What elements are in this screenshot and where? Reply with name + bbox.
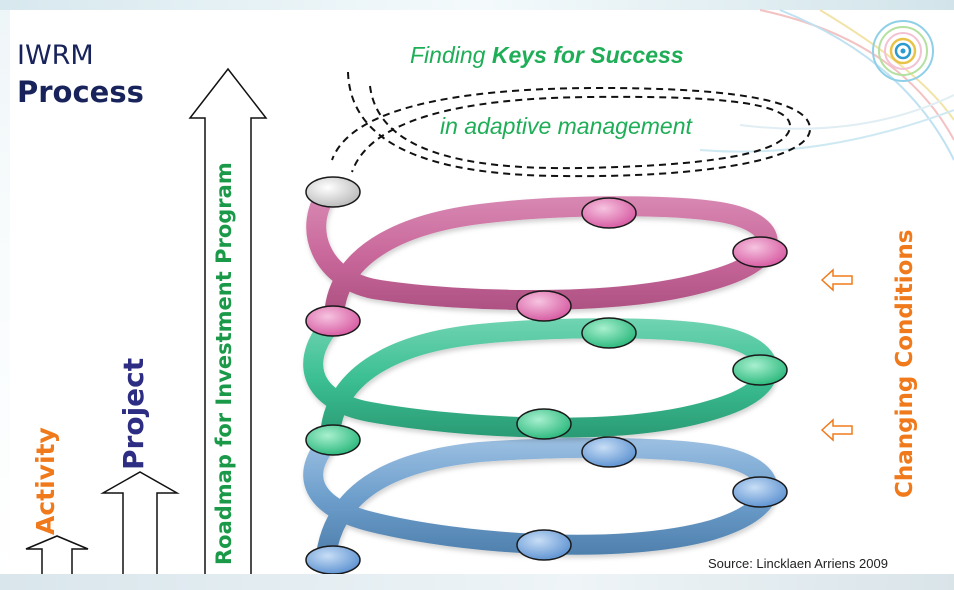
node-blue-4 [305, 545, 361, 575]
header-prefix: Finding [410, 42, 492, 68]
node-blue-1 [581, 436, 637, 468]
label-changing-conditions: Changing Conditions [892, 229, 918, 499]
node-blue-2 [732, 476, 788, 508]
label-activity: Activity [31, 427, 60, 535]
node-green-2 [732, 354, 788, 386]
node-top-grey [305, 176, 361, 208]
label-project: Project [117, 357, 150, 470]
node-green-3 [516, 408, 572, 440]
header-finding-keys: Finding Keys for Success [410, 44, 684, 67]
node-pink-3 [516, 290, 572, 322]
header-adaptive-management: in adaptive management [440, 113, 692, 139]
up-arrow-icon [100, 471, 180, 577]
dashed-loop [331, 71, 812, 178]
up-arrow-icon [25, 535, 89, 577]
header-bold: Keys for Success [491, 42, 684, 68]
node-blue-3 [516, 529, 572, 561]
node-green-4 [305, 424, 361, 456]
left-arrow-icon [820, 418, 853, 442]
title-process: Process [17, 75, 144, 109]
label-roadmap: Roadmap for Investment Program [212, 162, 236, 565]
node-pink-1 [581, 197, 637, 229]
bottom-band [0, 574, 954, 590]
nodes [305, 176, 788, 575]
title-iwrm: IWRM [17, 40, 94, 71]
left-arrow-icon [820, 268, 853, 292]
concentric-circles-logo [699, 9, 954, 161]
node-pink-4 [305, 305, 361, 337]
node-green-1 [581, 317, 637, 349]
node-pink-2 [732, 236, 788, 268]
source-citation: Source: Lincklaen Arriens 2009 [708, 556, 888, 571]
top-band [0, 0, 954, 10]
up-arrow-icon [188, 67, 268, 577]
